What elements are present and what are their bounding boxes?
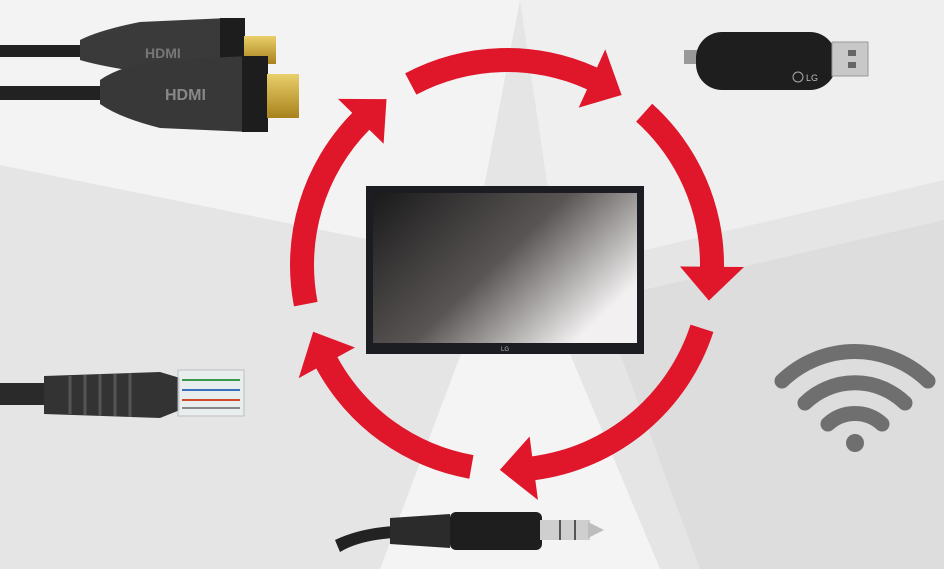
hdmi-logo: HDMI bbox=[165, 87, 206, 104]
ethernet-cable bbox=[0, 369, 245, 418]
cycle-arrows bbox=[290, 48, 744, 500]
hdmi-cables: HDMI HDMI bbox=[0, 18, 299, 132]
cycle-arrow bbox=[499, 324, 714, 500]
tv-screen bbox=[373, 193, 637, 343]
cycle-arrow bbox=[405, 48, 622, 108]
cycle-arrow bbox=[290, 98, 387, 307]
dongle-logo: LG bbox=[806, 73, 818, 83]
audio-jack-cable bbox=[335, 512, 604, 552]
cycle-arrow bbox=[298, 331, 474, 479]
hdmi-logo: HDMI bbox=[145, 45, 181, 61]
wifi-icon bbox=[774, 344, 936, 452]
light-ray bbox=[600, 220, 944, 569]
cycle-arrow bbox=[636, 103, 744, 301]
tv-logo: LG bbox=[501, 347, 509, 353]
usb-wifi-dongle: LG bbox=[684, 32, 869, 90]
tv-monitor: LG bbox=[366, 186, 644, 354]
